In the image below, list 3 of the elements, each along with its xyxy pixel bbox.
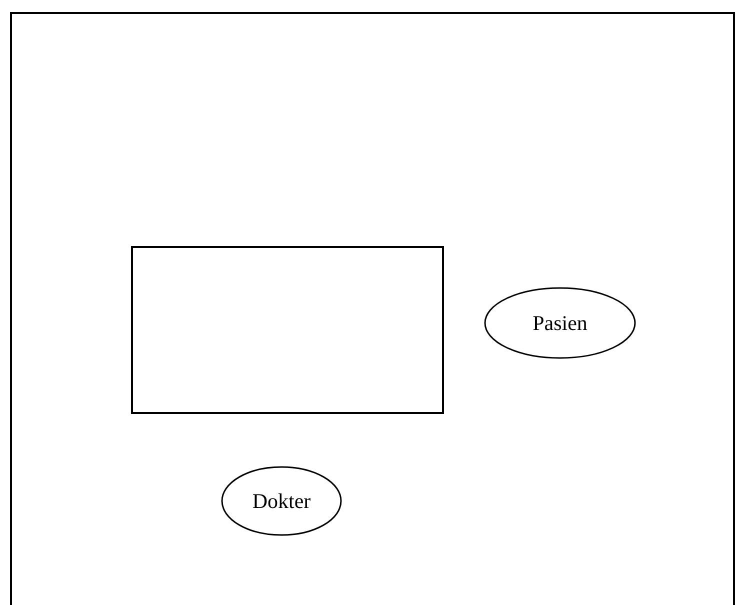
node-label: Dokter: [252, 488, 311, 514]
node-label: Pasien: [532, 310, 588, 336]
empty-box: [131, 246, 444, 414]
